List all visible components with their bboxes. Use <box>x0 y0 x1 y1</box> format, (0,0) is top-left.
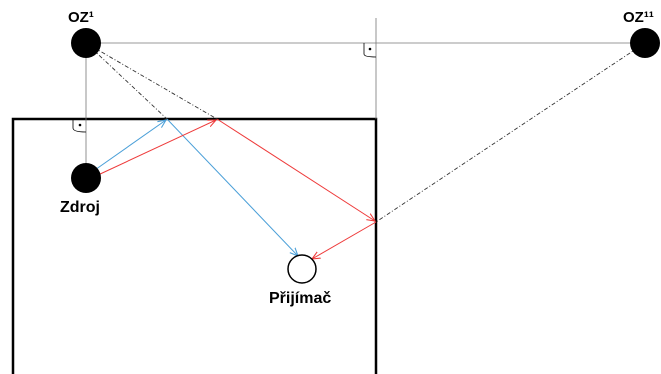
right-angle-dot-top <box>368 47 372 51</box>
label-prijimac: Přijímač <box>269 290 331 307</box>
room-walls <box>11 117 378 374</box>
red-ray-incident <box>97 120 216 176</box>
image-source-oz1 <box>71 28 101 58</box>
right-angle-marker-top <box>363 43 377 58</box>
label-oz11: OZ¹¹ <box>623 9 654 26</box>
sound-source-zdroj <box>71 163 101 193</box>
oz11-to-red-wall-reflection-dashed <box>375 42 646 223</box>
oz1-to-blue-reflection-dashed <box>85 42 168 120</box>
label-zdroj: Zdroj <box>60 199 100 216</box>
blue-ray-incident <box>91 120 166 173</box>
red-ray-first-reflection <box>216 118 375 221</box>
receiver-prijimac <box>287 254 317 284</box>
right-angle-marker-left <box>72 119 87 133</box>
blue-ray-reflected <box>166 118 298 256</box>
label-oz1: OZ¹ <box>68 9 94 26</box>
image-source-oz11 <box>630 28 660 58</box>
red-ray-second-reflection <box>312 221 377 259</box>
oz1-to-red-reflection-dashed <box>85 42 218 120</box>
right-angle-dot-left <box>78 123 82 127</box>
